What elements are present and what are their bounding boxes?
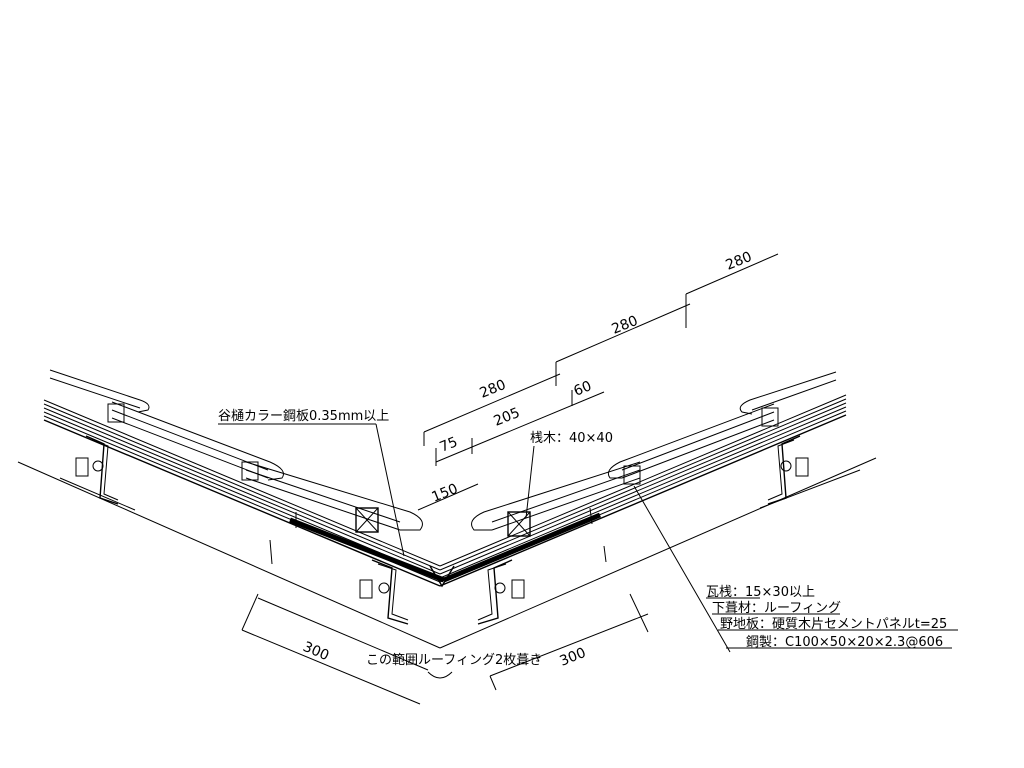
label-batten: 桟木：40×40 [530, 431, 613, 446]
roof-deck-layers [43, 394, 847, 588]
annotation-labels: 谷樋カラー鋼板0.35mm以上 桟木：40×40 瓦桟：15×30以上 下葺材：… [218, 408, 947, 668]
deck-joints [269, 507, 607, 565]
label-roofing-range: この範囲ルーフィング2枚葺き [366, 653, 542, 668]
roof-tiles-right [471, 371, 837, 531]
dimension-lines [218, 253, 958, 705]
battens [355, 507, 531, 537]
dim-300-right: 300 [558, 645, 589, 670]
dim-150: 150 [430, 481, 461, 506]
dim-205: 205 [492, 405, 523, 430]
dim-75: 75 [438, 434, 461, 456]
dim-280-mid: 280 [610, 313, 641, 338]
roof-tiles-left [49, 369, 423, 531]
steel-purlins [75, 435, 809, 625]
label-sheathing: 野地板：硬質木片セメントパネルt=25 [720, 617, 947, 632]
label-underlay: 下葺材：ルーフィング [712, 601, 841, 616]
label-steel-purlin: 鋼製：C100×50×20×2.3@606 [746, 635, 943, 650]
label-valley-gutter: 谷樋カラー鋼板0.35mm以上 [218, 408, 389, 424]
dim-280-top: 280 [724, 249, 755, 274]
label-tile-batten: 瓦桟：15×30以上 [706, 585, 815, 600]
dim-60: 60 [572, 378, 595, 400]
